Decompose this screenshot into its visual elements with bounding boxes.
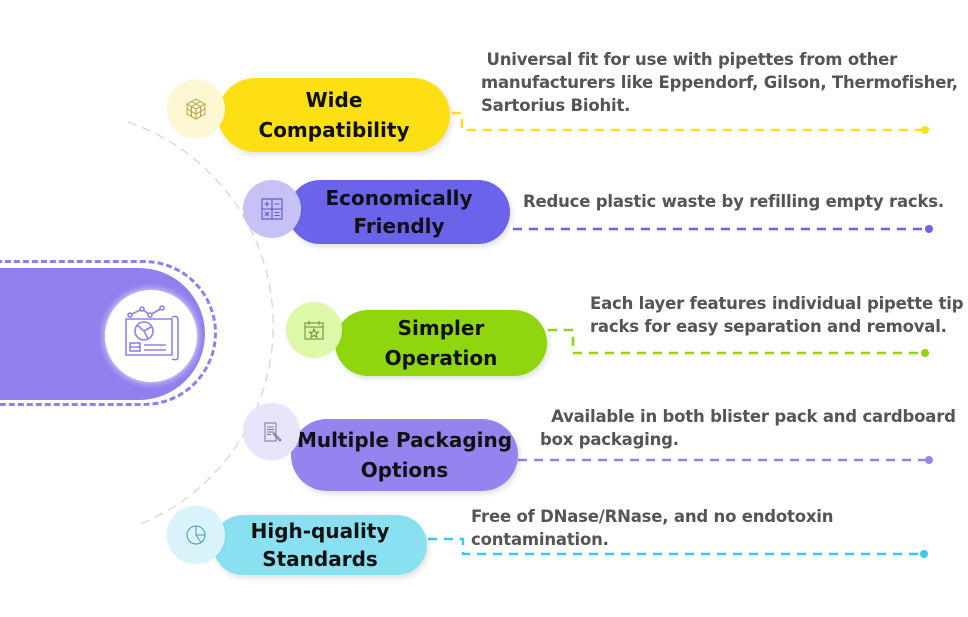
feature-pill-multiple-packaging: Multiple Packaging Options [291,419,518,491]
feature-pill-simpler-operation: Simpler Operation [335,310,547,376]
feature-icon-circle-3 [286,302,342,358]
cube-grid-icon [186,98,206,120]
feature-title-line1: Economically [325,186,473,210]
feature-title-line1: Multiple Packaging [296,428,513,452]
feature-icon-circle-5 [167,506,225,564]
feature-title-line2: Friendly [353,214,445,238]
feature-description-5: Free of DNase/RNase, and no endotoxin co… [471,505,911,551]
description-line: Available in both blister pack and cardb… [540,407,956,426]
description-line: manufacturers like Eppendorf, Gilson, Th… [481,73,958,92]
feature-icon-circle-1 [167,80,225,138]
feature-title-line2: Options [360,458,449,482]
feature-title-line1: High-quality [250,519,390,543]
description-line: contamination. [471,530,609,549]
feature-description-2: Reduce plastic waste by refilling empty … [523,190,963,213]
hub-icon-circle [105,290,197,382]
feature-description-1: Universal fit for use with pipettes from… [481,48,961,117]
description-line: Reduce plastic waste by refilling empty … [523,192,944,211]
feature-title-line1: Wide [305,88,363,112]
feature-icon-circle-2 [243,180,301,238]
feature-title-line2: Operation [384,346,498,370]
description-line: racks for easy separation and removal. [590,317,947,336]
feature-title-line2: Compatibility [258,118,410,142]
feature-pill-wide-compatibility: Wide Compatibility [218,78,450,152]
feature-pill-high-quality: High-quality Standards [213,515,427,575]
feature-title-line1: Simpler [397,316,485,340]
description-line: Sartorius Biohit. [481,96,631,115]
feature-icon-circle-4 [243,403,300,460]
description-line: box packaging. [540,430,679,449]
report-chart-icon [125,305,179,361]
hub-dashed-outline [0,260,217,406]
description-line: Universal fit for use with pipettes from… [481,50,898,69]
feature-pill-economically-friendly: Economically Friendly [288,180,510,244]
feature-title-line2: Standards [262,547,378,571]
description-line: Each layer features individual pipette t… [590,294,964,313]
feature-description-4: Available in both blister pack and cardb… [540,405,965,451]
description-line: Free of DNase/RNase, and no endotoxin [471,507,834,526]
pie-chart-icon [186,525,206,545]
calculator-icon [261,198,283,220]
document-pen-icon [264,422,282,442]
feature-description-3: Each layer features individual pipette t… [590,292,965,338]
calendar-star-icon [304,321,324,340]
